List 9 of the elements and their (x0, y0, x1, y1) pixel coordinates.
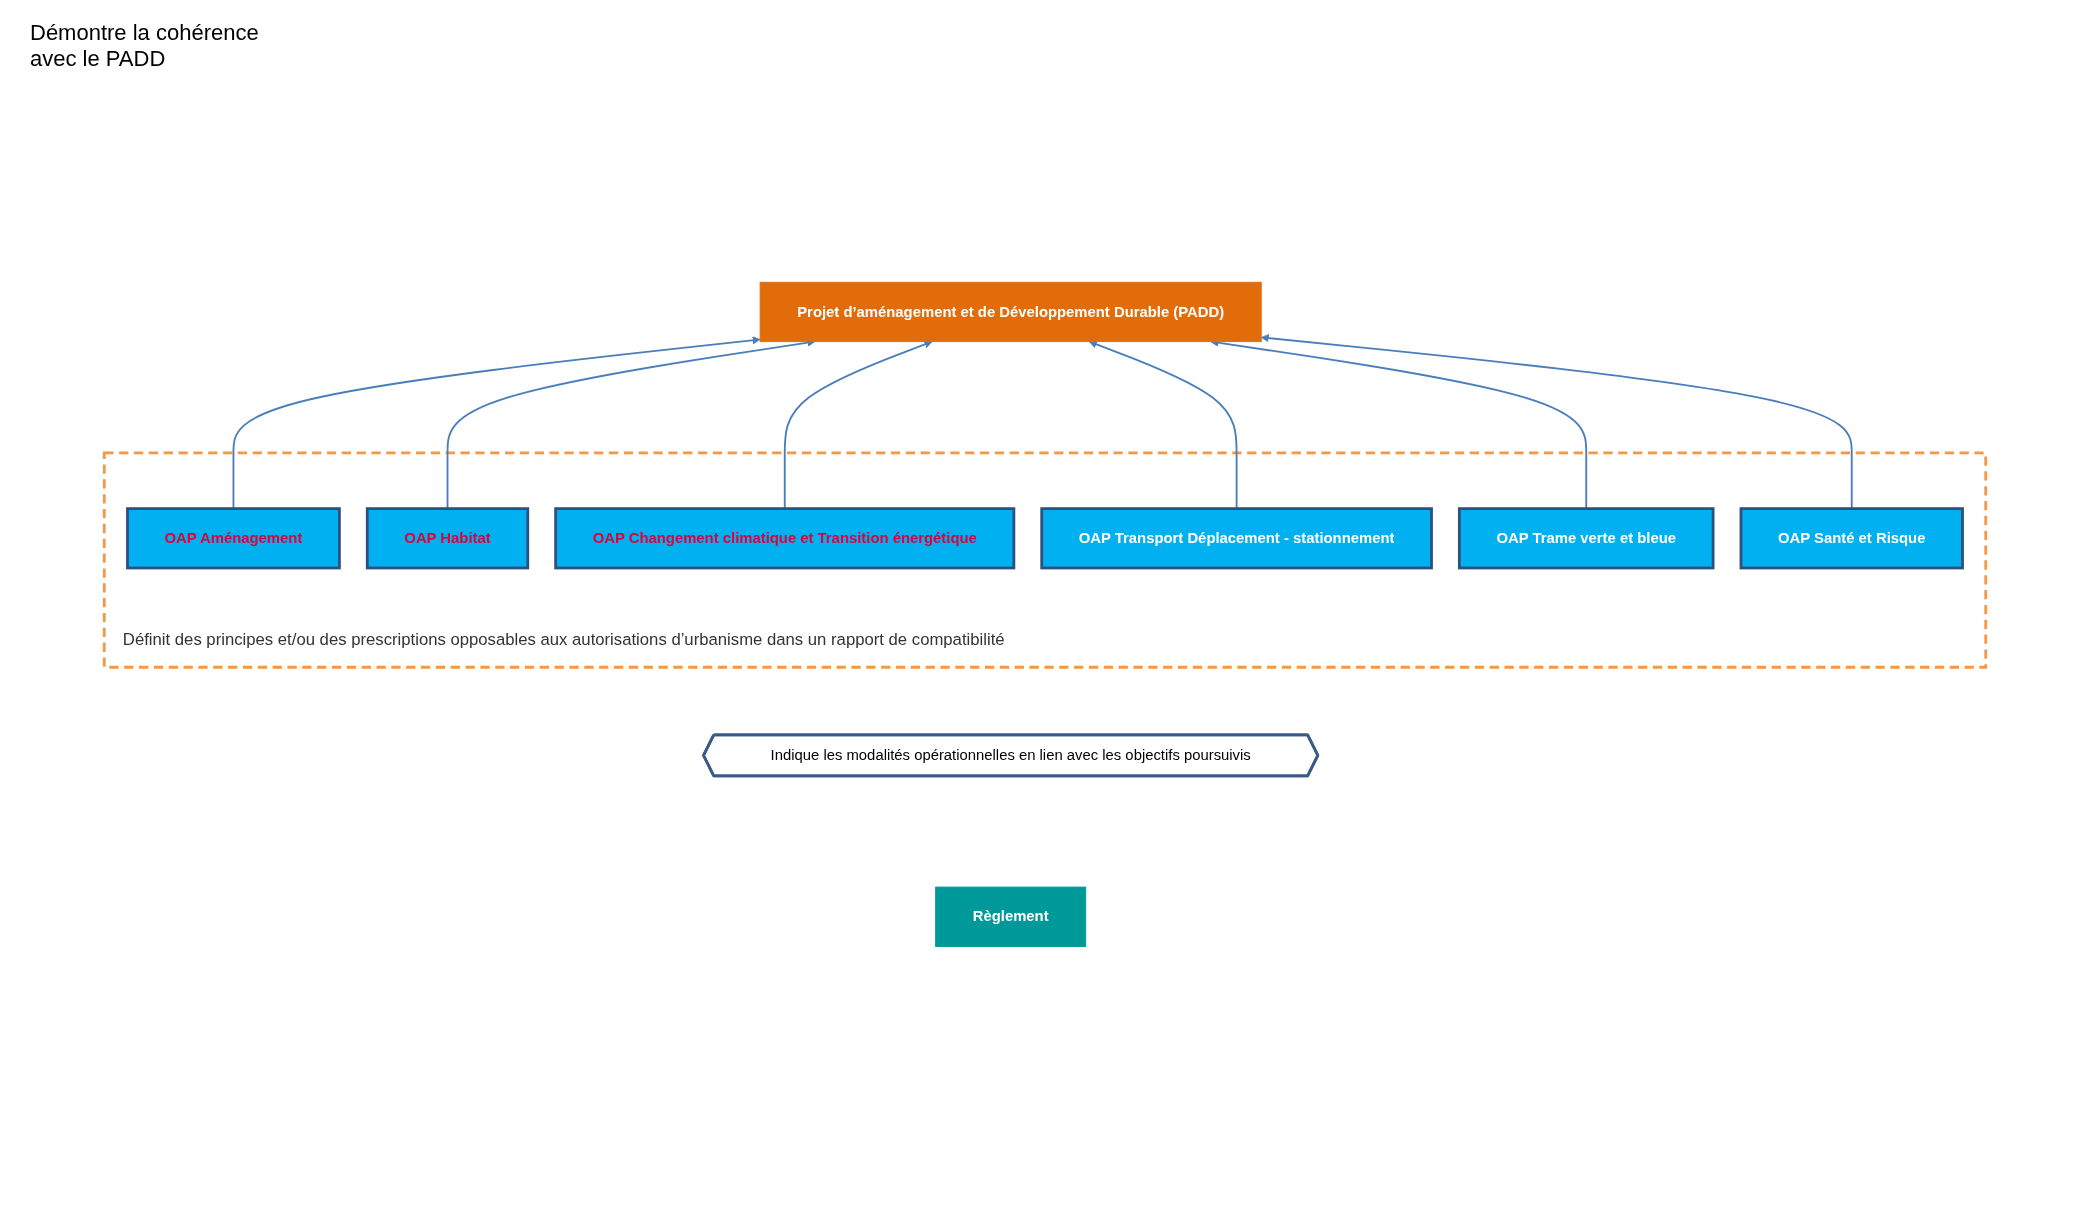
node-box: OAP Habitat (365, 507, 529, 570)
node-box: OAP Changement climatique et Transition énergétique (553, 507, 1015, 570)
node-box: Projet d’aménagement et de Développement Durable (PADD) (759, 281, 1262, 343)
node-box: OAP Transport Déplacement - stationnement (1039, 507, 1433, 570)
node-box: OAP Aménagement (125, 507, 341, 570)
node-box: OAP Trame verte et bleue (1457, 507, 1714, 570)
node-box: Règlement (934, 886, 1086, 948)
annotation-text: Démontre la cohérence avec le PADD (30, 20, 260, 72)
node-box: OAP Santé et Risque (1739, 507, 1964, 570)
